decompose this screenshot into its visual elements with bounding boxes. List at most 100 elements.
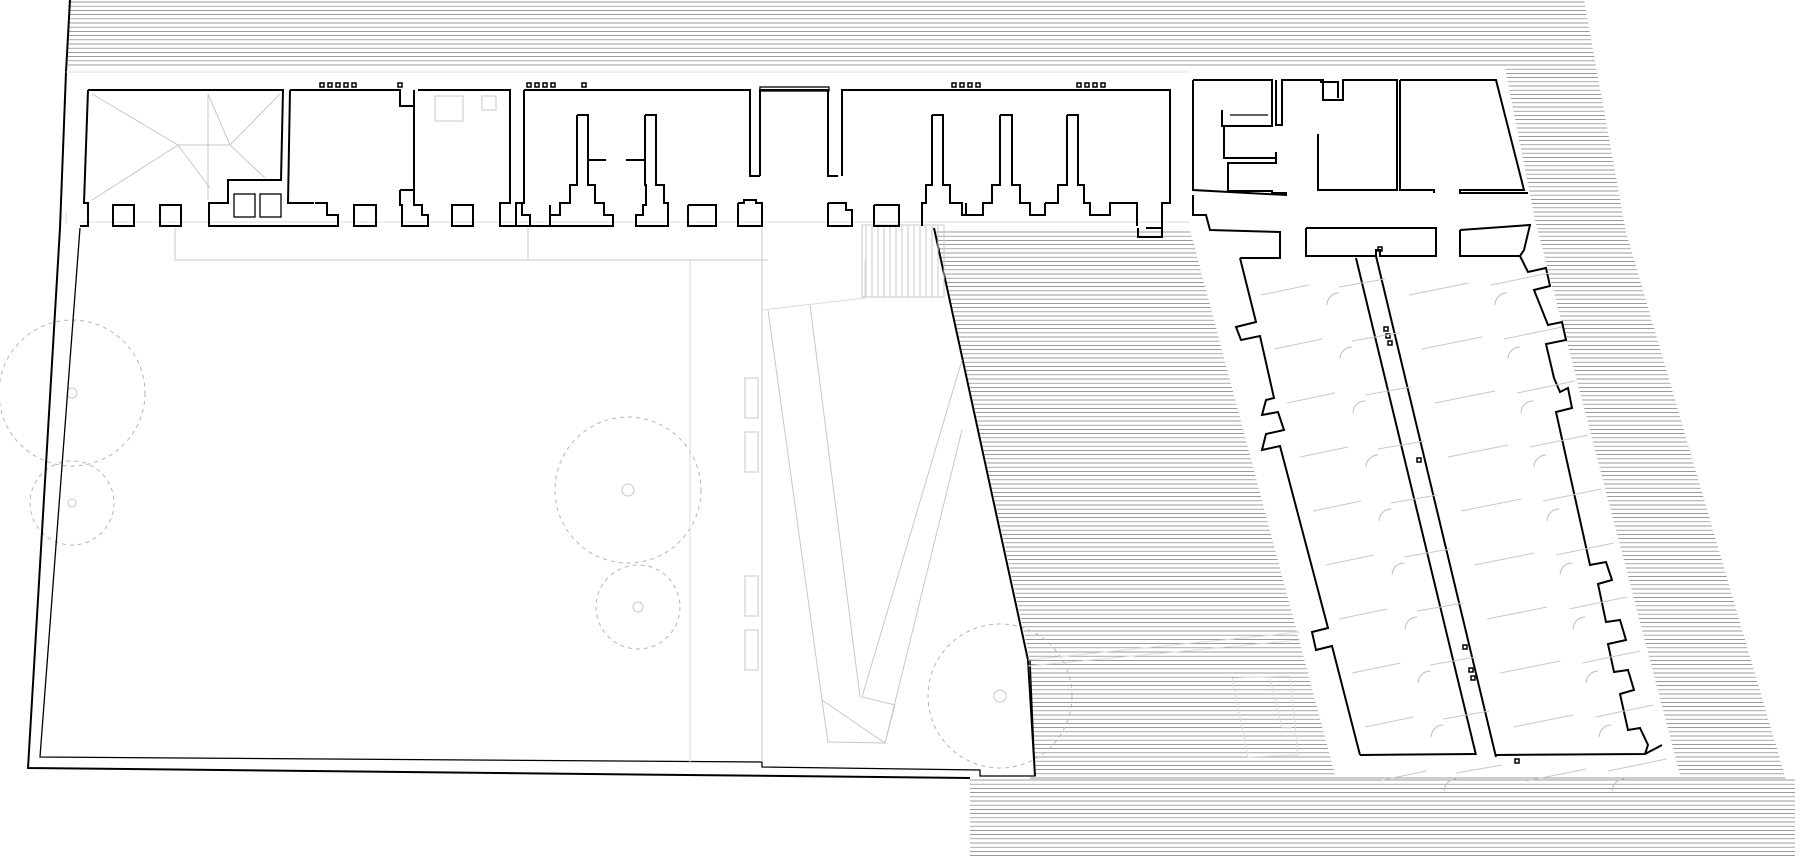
room-wall <box>1459 223 1532 257</box>
cell-partition <box>1260 284 1310 296</box>
pillar <box>1416 457 1422 463</box>
ramp-outline <box>761 260 866 311</box>
door-swing <box>1417 670 1431 684</box>
west-cell-block-wall <box>1234 257 1361 756</box>
pillar <box>542 82 548 88</box>
cell-partition <box>1312 500 1362 512</box>
cell-partition <box>1608 758 1667 772</box>
pillar <box>1092 82 1098 88</box>
pillar <box>951 82 957 88</box>
room-wall <box>1400 79 1528 194</box>
partition-wall <box>1000 114 1046 216</box>
tree-trunk <box>67 498 77 508</box>
room-wall <box>524 89 760 177</box>
inner-boundary-wall <box>39 227 1036 777</box>
partition-wall <box>549 114 614 227</box>
pillar <box>967 82 973 88</box>
hatched-ground-bottom <box>970 779 1795 856</box>
partition-wall <box>966 115 1001 216</box>
door-swing <box>1326 292 1339 306</box>
cell-partition <box>1456 764 1503 774</box>
ramp-outline <box>809 304 861 698</box>
pillar <box>1100 82 1106 88</box>
room-wall <box>1221 110 1272 127</box>
room-wall <box>1137 228 1163 238</box>
door-swing <box>1520 400 1534 414</box>
cell-partition <box>1513 714 1574 728</box>
cell-partition <box>1299 446 1349 458</box>
room-wall <box>290 89 415 107</box>
cell-partition <box>1365 716 1414 728</box>
door-swing <box>1404 616 1418 630</box>
east-wing-buildings <box>1192 79 1667 792</box>
partition-wall <box>932 114 967 216</box>
room-wall <box>873 204 900 227</box>
door-swing <box>1546 508 1560 522</box>
partition-wall <box>1067 114 1138 226</box>
corridor-wall <box>1375 255 1497 758</box>
cell-partition <box>1490 272 1550 286</box>
pillar <box>581 82 587 88</box>
pillar <box>534 82 540 88</box>
pillar <box>397 82 403 88</box>
door-swing <box>1611 778 1625 792</box>
staircase-outline <box>861 224 945 298</box>
cell-partition <box>1503 326 1563 340</box>
door-swing <box>1494 292 1507 306</box>
cell-partition <box>1487 606 1548 620</box>
pillar <box>343 82 349 88</box>
cell-partition <box>1364 386 1412 396</box>
room-wall <box>687 204 717 227</box>
bench-outline <box>174 228 529 261</box>
pillar <box>959 82 965 88</box>
west-row-buildings <box>65 71 1190 238</box>
west-wing-mask <box>25 68 1190 775</box>
cell-partition <box>1417 602 1464 612</box>
tree-canopy <box>927 623 1073 769</box>
door-swing <box>1339 346 1353 360</box>
pillar <box>1514 758 1520 764</box>
ramp-outline <box>821 696 896 744</box>
main-staircase <box>861 224 945 298</box>
door-swing <box>1598 724 1612 738</box>
cell-partition <box>1273 338 1323 350</box>
appliance <box>481 95 497 111</box>
room-wall <box>1305 227 1437 257</box>
cell-partition <box>1526 768 1587 782</box>
room-wall <box>399 189 429 227</box>
room-wall <box>1322 80 1343 101</box>
cell-partition <box>1391 494 1438 504</box>
east-cell-block-wall <box>1519 255 1650 755</box>
door-swing <box>1430 724 1444 738</box>
pillar <box>319 82 325 88</box>
room-wall <box>737 199 763 227</box>
door-swing <box>1572 616 1586 630</box>
room-wall <box>1320 81 1339 98</box>
pillars <box>319 82 1520 764</box>
room-wall <box>286 89 314 204</box>
partition-wall <box>635 114 669 227</box>
tree-canopy <box>595 564 681 650</box>
cell-partition <box>1408 282 1470 296</box>
roof-ridge-line <box>207 93 266 179</box>
door-swing <box>1391 562 1405 576</box>
door-swing <box>1559 562 1573 576</box>
door-swing <box>1378 508 1392 522</box>
outer-boundary-wall <box>26 0 971 779</box>
cell-partition <box>1595 704 1654 718</box>
room-wall <box>827 202 853 227</box>
cell-partition <box>1556 542 1615 556</box>
pillar <box>1387 340 1393 346</box>
pillar <box>335 82 341 88</box>
courtyard-paving-lines <box>174 228 1301 762</box>
cell-partition <box>1434 390 1496 404</box>
trees <box>0 319 1073 769</box>
bench <box>744 377 759 419</box>
partition-wall <box>921 115 933 226</box>
door-swing <box>1585 670 1599 684</box>
ramp-outline <box>767 309 963 744</box>
entrance-wall <box>759 89 838 177</box>
cell-partition <box>1286 392 1336 404</box>
cell-partition <box>1516 380 1576 394</box>
pier <box>159 204 182 227</box>
